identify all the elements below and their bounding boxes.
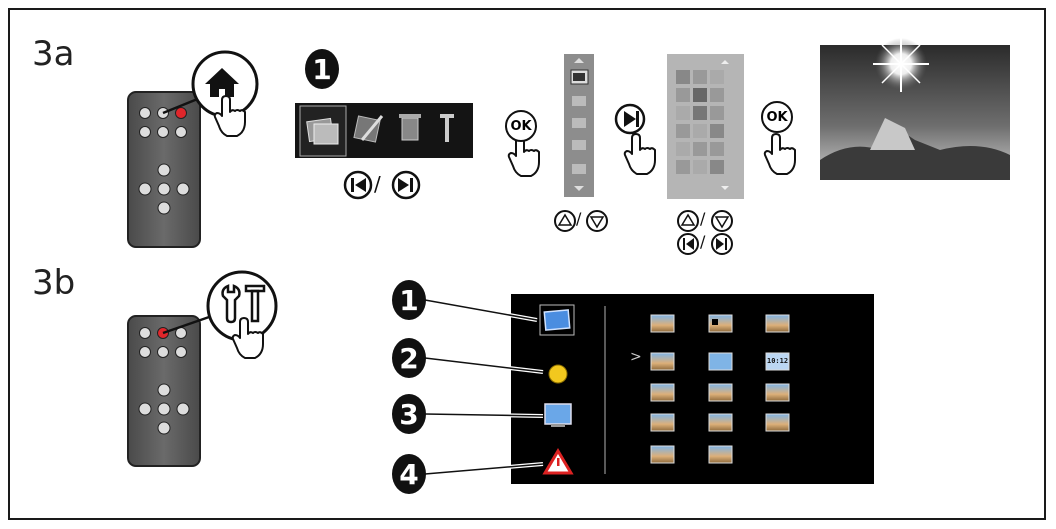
step-number-badge: 1: [392, 280, 426, 320]
next-button-icon: [711, 233, 733, 255]
photo-icon: [543, 309, 571, 331]
home-icon: [205, 68, 239, 97]
ok-button-icon: OK: [761, 101, 793, 133]
step-number-badge: 1: [305, 49, 339, 89]
album-list-panel: [564, 54, 594, 197]
nav-separator: /: [576, 209, 582, 228]
next-button-icon: [391, 170, 421, 200]
thumbnail-grid-panel: [667, 54, 744, 199]
home-button-callout: [191, 50, 259, 137]
prev-button-icon: [677, 233, 699, 255]
step-number-badge: 2: [392, 338, 426, 378]
settings-button-callout: [206, 270, 278, 359]
slideshow-icon: [544, 403, 572, 427]
selection-cursor: >: [630, 349, 642, 365]
pointing-hand-icon: [623, 133, 656, 175]
settings-thumbnails: [650, 314, 790, 464]
up-button-icon: [677, 210, 699, 232]
main-menu-bar: [295, 103, 473, 158]
step-number-badge: 4: [392, 454, 426, 494]
step-3b-label: 3b: [32, 263, 76, 303]
pointing-hand-icon: [763, 133, 796, 175]
step-number-badge: 3: [392, 394, 426, 434]
up-button-icon: [554, 210, 576, 232]
clock-icon: [548, 364, 568, 384]
nav-separator: /: [700, 232, 706, 251]
remote-control-3b: [127, 315, 201, 467]
trash-icon: [399, 114, 421, 141]
fullscreen-photo: [820, 36, 1010, 180]
down-button-icon: [586, 210, 608, 232]
photo-icon: [306, 117, 339, 145]
prev-button-icon: [343, 170, 373, 200]
ok-button-icon: OK: [505, 110, 537, 142]
next-button-icon: [614, 103, 646, 135]
figure-frame: [8, 8, 1046, 520]
pointing-hand-icon: [507, 135, 540, 177]
nav-separator: /: [374, 172, 381, 196]
nav-separator: /: [700, 209, 706, 228]
down-button-icon: [711, 210, 733, 232]
photo-edit-icon: [353, 115, 384, 143]
tools-icon: [440, 114, 454, 142]
tools-icon: [221, 284, 266, 324]
clock-tile-time: 10:12: [767, 357, 789, 365]
settings-screen: [424, 294, 874, 484]
warning-icon: [542, 448, 574, 475]
step-3a-label: 3a: [32, 34, 75, 74]
remote-control-3a: [127, 91, 201, 248]
